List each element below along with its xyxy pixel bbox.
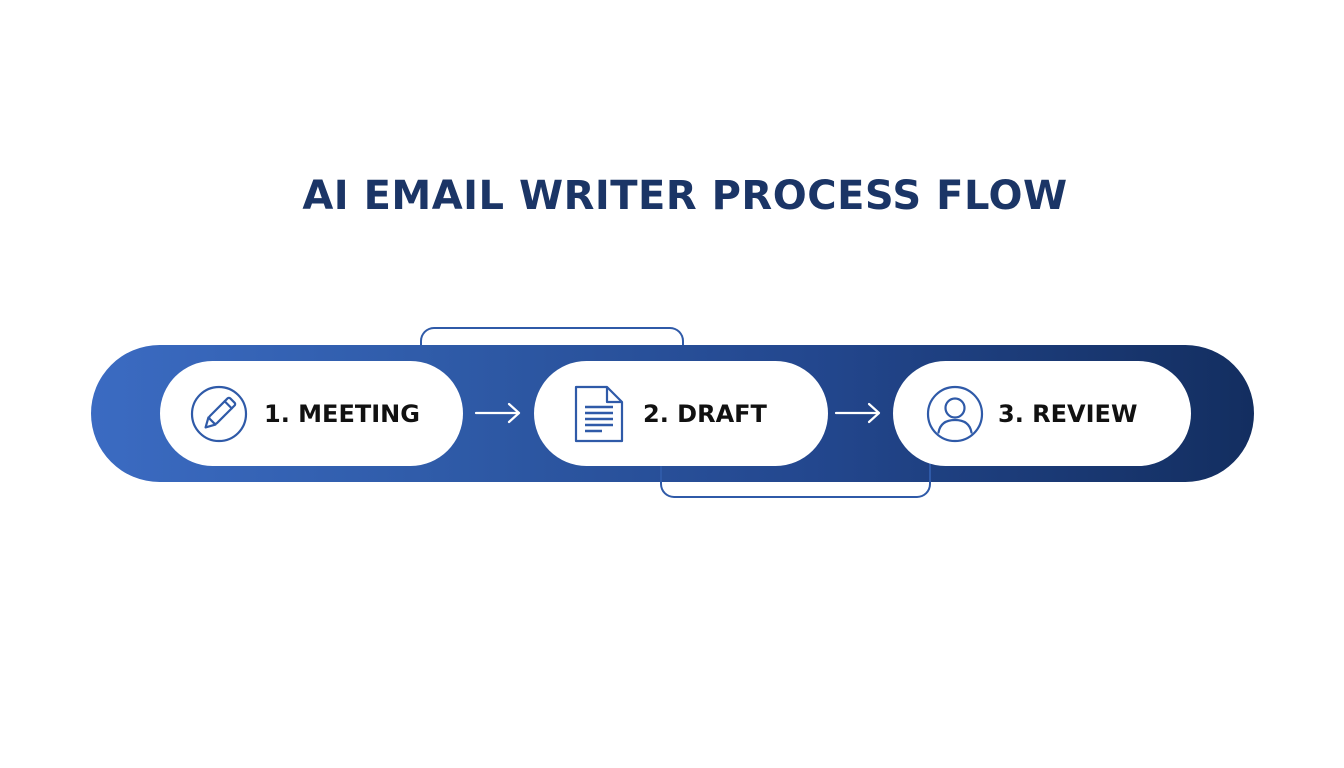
pen-icon — [190, 385, 248, 443]
arrow-right-icon — [834, 402, 881, 424]
step-review: 3. REVIEW — [893, 361, 1191, 466]
step-draft: 2. DRAFT — [534, 361, 828, 466]
step-label-draft: 2. DRAFT — [643, 399, 767, 428]
user-icon — [926, 385, 984, 443]
diagram-title: AI EMAIL WRITER PROCESS FLOW — [302, 173, 1068, 219]
document-icon — [574, 385, 624, 443]
arrow-right-icon — [474, 402, 521, 424]
step-meeting: 1. MEETING — [160, 361, 463, 466]
step-label-meeting: 1. MEETING — [264, 399, 420, 428]
bottom-bracket-frame — [660, 460, 931, 498]
step-label-review: 3. REVIEW — [998, 399, 1138, 428]
